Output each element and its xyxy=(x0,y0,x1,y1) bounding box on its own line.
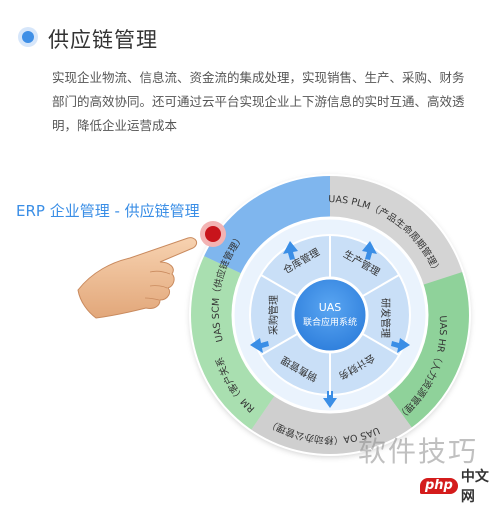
page-title: 供应链管理 xyxy=(48,28,158,52)
callout-label: ERP 企业管理 - 供应链管理 xyxy=(16,202,200,220)
center-title: UAS xyxy=(319,301,342,314)
header-bullet-icon xyxy=(22,31,34,43)
arrow-icon xyxy=(283,241,298,260)
arrow-icon xyxy=(250,338,269,353)
pointing-hand-icon xyxy=(77,237,198,319)
arrow-icon xyxy=(323,391,337,408)
watermark-text: 软件技巧 xyxy=(358,435,479,468)
php-logo-icon: php xyxy=(420,478,458,494)
center-hub[interactable]: UAS 联合应用系统 xyxy=(291,276,369,354)
flow-arrows xyxy=(250,241,410,408)
inner-label-purchasing[interactable]: 采购管理 xyxy=(267,295,280,335)
inner-label-rd[interactable]: 研发管理 xyxy=(379,298,392,338)
page-description: 实现企业物流、信息流、资金流的集成处理，实现销售、生产、采购、财务部门的高效协同… xyxy=(52,70,465,133)
arrow-icon xyxy=(391,338,410,353)
arrow-icon xyxy=(362,241,377,260)
site-name: 中文网 xyxy=(460,469,489,505)
site-badge[interactable]: php 中文网 xyxy=(420,469,496,505)
center-subtitle: 联合应用系统 xyxy=(303,316,357,328)
pointer-dot-icon xyxy=(200,221,226,247)
